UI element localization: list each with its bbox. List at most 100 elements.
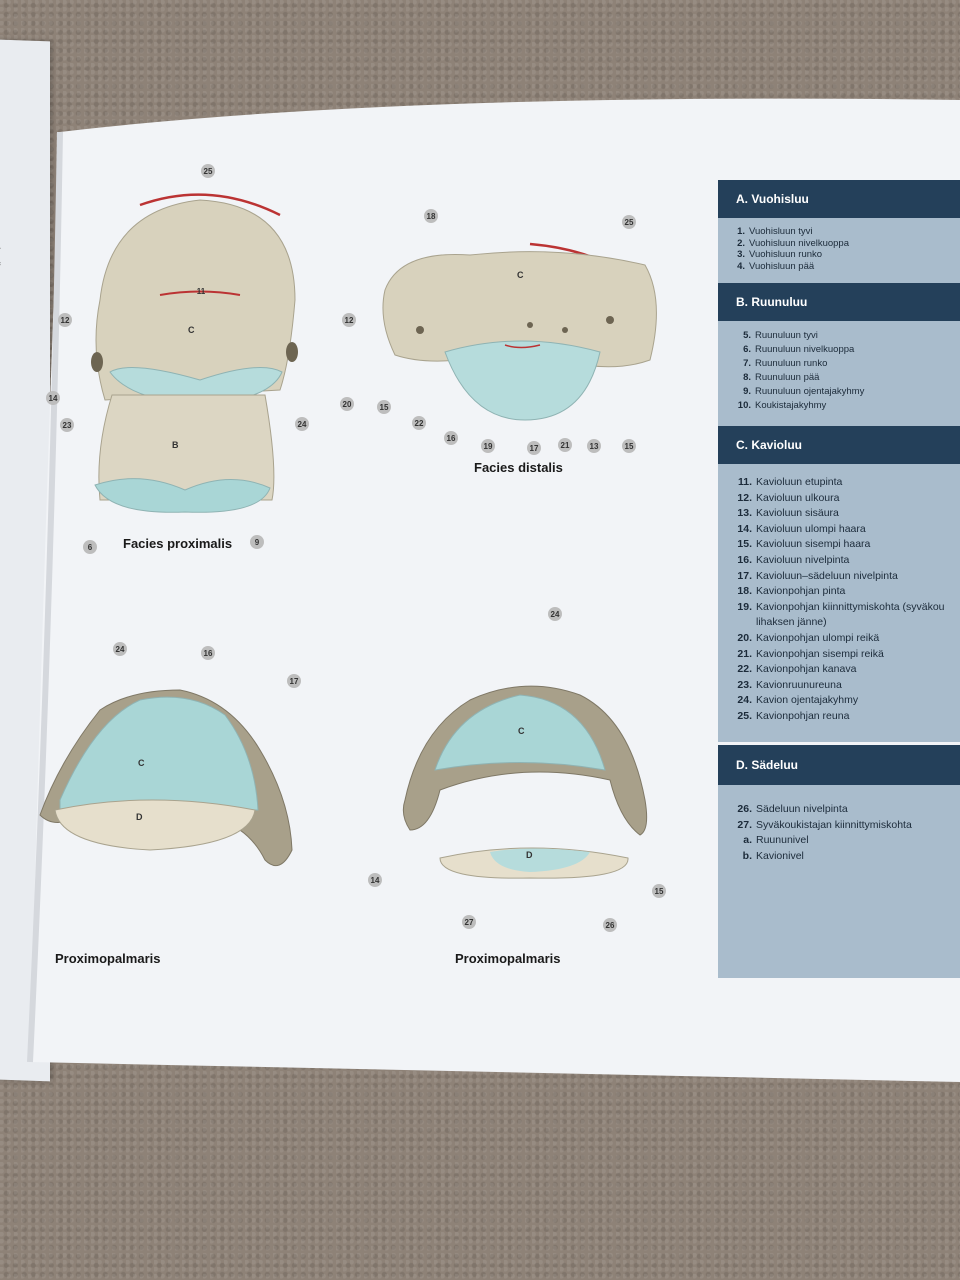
- label-bubble: 25: [201, 164, 215, 178]
- legend-item: 9. Ruunuluun ojentajakyhmy: [733, 385, 864, 399]
- legend-item-number: 8.: [743, 372, 751, 383]
- legend-item-text: Kavionpohjan ulompi reikä: [756, 631, 880, 644]
- legend-item: 21.Kavionpohjan sisempi reikä: [730, 647, 945, 663]
- letter-label: B: [172, 440, 179, 450]
- label-bubble: 13: [587, 439, 601, 453]
- legend-item-text: Koukistajakyhmy: [755, 400, 827, 411]
- legend-item-number: 13.: [737, 507, 752, 520]
- legend-list-b: 5. Ruunuluun tyvi 6. Ruunuluun nivelkuoppa 7…: [733, 329, 865, 413]
- caption-proximalis: Facies proximalis: [123, 536, 233, 551]
- legend-item-number: 2.: [737, 237, 745, 249]
- letter-label: C: [517, 270, 524, 280]
- legend-item: 23.Kavionruunureuna: [730, 678, 945, 694]
- legend-item-text: Kavionpohjan kiinnittymiskohta (syväkou: [756, 600, 945, 613]
- legend-item: 12. Kavioluun ulkoura: [730, 491, 945, 507]
- label-bubble: 12: [342, 313, 356, 327]
- letter-label: C: [188, 325, 195, 335]
- legend-item-number: 7.: [743, 358, 751, 369]
- legend-item: 1.Vuohisluun tyvi: [733, 226, 849, 238]
- label-bubble: 17: [527, 441, 541, 455]
- legend-item-number: 5.: [743, 330, 751, 341]
- legend-item-number: 26.: [737, 803, 752, 815]
- legend-item-text: lihaksen jänne): [756, 616, 827, 629]
- legend-item-number: 18.: [737, 585, 752, 598]
- legend-item: 27. Syväkoukistajan kiinnittymiskohta: [730, 818, 912, 834]
- legend-item: 16. Kavioluun nivelpinta: [730, 553, 945, 569]
- legend-item-number: a.: [743, 834, 752, 847]
- label-bubble: 15: [377, 400, 391, 414]
- legend-item-text: Kavioluun nivelpinta: [756, 553, 850, 566]
- legend-item: 11.Kavioluun etupinta: [730, 475, 945, 491]
- section-body-a: [718, 218, 960, 284]
- legend-item-number: 24.: [737, 694, 752, 707]
- legend-item-number: 4.: [737, 260, 745, 272]
- label-bubble: 21: [558, 438, 572, 452]
- legend-item-number: 9.: [743, 386, 751, 397]
- legend-item-number: 12.: [737, 491, 752, 504]
- caption-palmaris-left: Proximopalmaris: [55, 951, 161, 966]
- label-bubble: 6: [83, 540, 97, 554]
- label-bubble: 19: [481, 439, 495, 453]
- legend-item: 2. Vuohisluun nivelkuoppa: [733, 238, 849, 250]
- legend-item: 22.Kavionpohjan kanava: [730, 662, 945, 678]
- letter-label: D: [526, 850, 533, 860]
- bone-figure-proximalis: [91, 193, 298, 513]
- label-bubble: 23: [60, 418, 74, 432]
- legend-item: 17.Kavioluun–sädeluun nivelpinta: [730, 569, 945, 585]
- legend-item-number: 27.: [737, 818, 752, 831]
- legend-item-text: Kavioluun sisempi haara: [756, 538, 871, 551]
- letter-label: D: [136, 812, 143, 822]
- legend-item-text: Kavioluun ulompi haara: [756, 522, 866, 535]
- legend-item: b.Kavionivel: [730, 849, 912, 865]
- legend-item: 20. Kavionpohjan ulompi reikä: [730, 631, 945, 647]
- legend-item: 5. Ruunuluun tyvi: [733, 329, 864, 343]
- section-heading-a: A. Vuohisluu: [718, 180, 960, 218]
- bone-figure-distalis: [382, 242, 657, 421]
- legend-item-text: Kavionruunureuna: [756, 678, 842, 691]
- label-bubble: 26: [603, 918, 617, 932]
- bone-figure-palmaris-right: [402, 685, 648, 879]
- legend-item-text: Ruunuluun tyvi: [755, 330, 818, 341]
- legend-item-number: 6.: [743, 344, 751, 355]
- label-bubble: 24: [548, 607, 562, 621]
- legend-item: 13. Kavioluun sisäura: [730, 506, 945, 522]
- label-bubble: 15: [622, 439, 636, 453]
- label-bubble: 27: [462, 915, 476, 929]
- label-bubble: 17: [287, 674, 301, 688]
- legend-item-text: Kavioluun ulkoura: [756, 491, 840, 504]
- legend-item: 14.Kavioluun ulompi haara: [730, 522, 945, 538]
- legend-item-text: Vuohisluun pää: [749, 260, 815, 272]
- section-body-b: [718, 321, 960, 427]
- section-heading-b: B. Ruunuluu: [718, 283, 960, 321]
- legend-item-text: Sädeluun nivelpinta: [756, 803, 848, 815]
- legend-item-number: 21.: [737, 647, 752, 660]
- legend-item-text: Ruunuluun runko: [755, 358, 828, 369]
- legend-item-text: Vuohisluun nivelkuoppa: [749, 237, 850, 249]
- legend-item-number: 25.: [737, 709, 752, 722]
- legend-item-text: Ruununivel: [756, 834, 809, 847]
- legend-item: 6. Ruunuluun nivelkuoppa: [733, 343, 864, 357]
- label-bubble: 11: [196, 286, 206, 296]
- legend-item: 8.Ruunuluun pää: [733, 371, 864, 385]
- legend-item-text: Kavionpohjan pinta: [756, 585, 846, 598]
- legend-item-text: Kavionpohjan kanava: [756, 663, 857, 676]
- legend-item-number: 20.: [737, 631, 752, 644]
- legend-item: a. Ruununivel: [730, 833, 912, 849]
- legend-item: 10.Koukistajakyhmy: [733, 399, 864, 413]
- legend-item: 19. Kavionpohjan kiinnittymiskohta (syväk…: [730, 600, 945, 616]
- legend-item-number: 17.: [737, 569, 752, 582]
- legend-item-text: Vuohisluun runko: [749, 249, 823, 260]
- section-body-d: [718, 785, 960, 978]
- legend-item-number: 16.: [737, 553, 752, 566]
- legend-item-number: 19.: [737, 600, 752, 613]
- legend-item-text: Syväkoukistajan kiinnittymiskohta: [756, 818, 912, 831]
- legend-item-number: 11.: [737, 476, 752, 488]
- legend-item-text: Ruunuluun nivelkuoppa: [755, 344, 855, 355]
- label-bubble: 20: [340, 397, 354, 411]
- legend-item: 24.Kavion ojentajakyhmy: [730, 693, 945, 709]
- caption-palmaris-right: Proximopalmaris: [455, 951, 561, 966]
- legend-item-text: Ruunuluun ojentajakyhmy: [755, 386, 865, 397]
- section-body-c: [718, 464, 960, 742]
- legend-item-text: Kavioluun sisäura: [756, 507, 839, 520]
